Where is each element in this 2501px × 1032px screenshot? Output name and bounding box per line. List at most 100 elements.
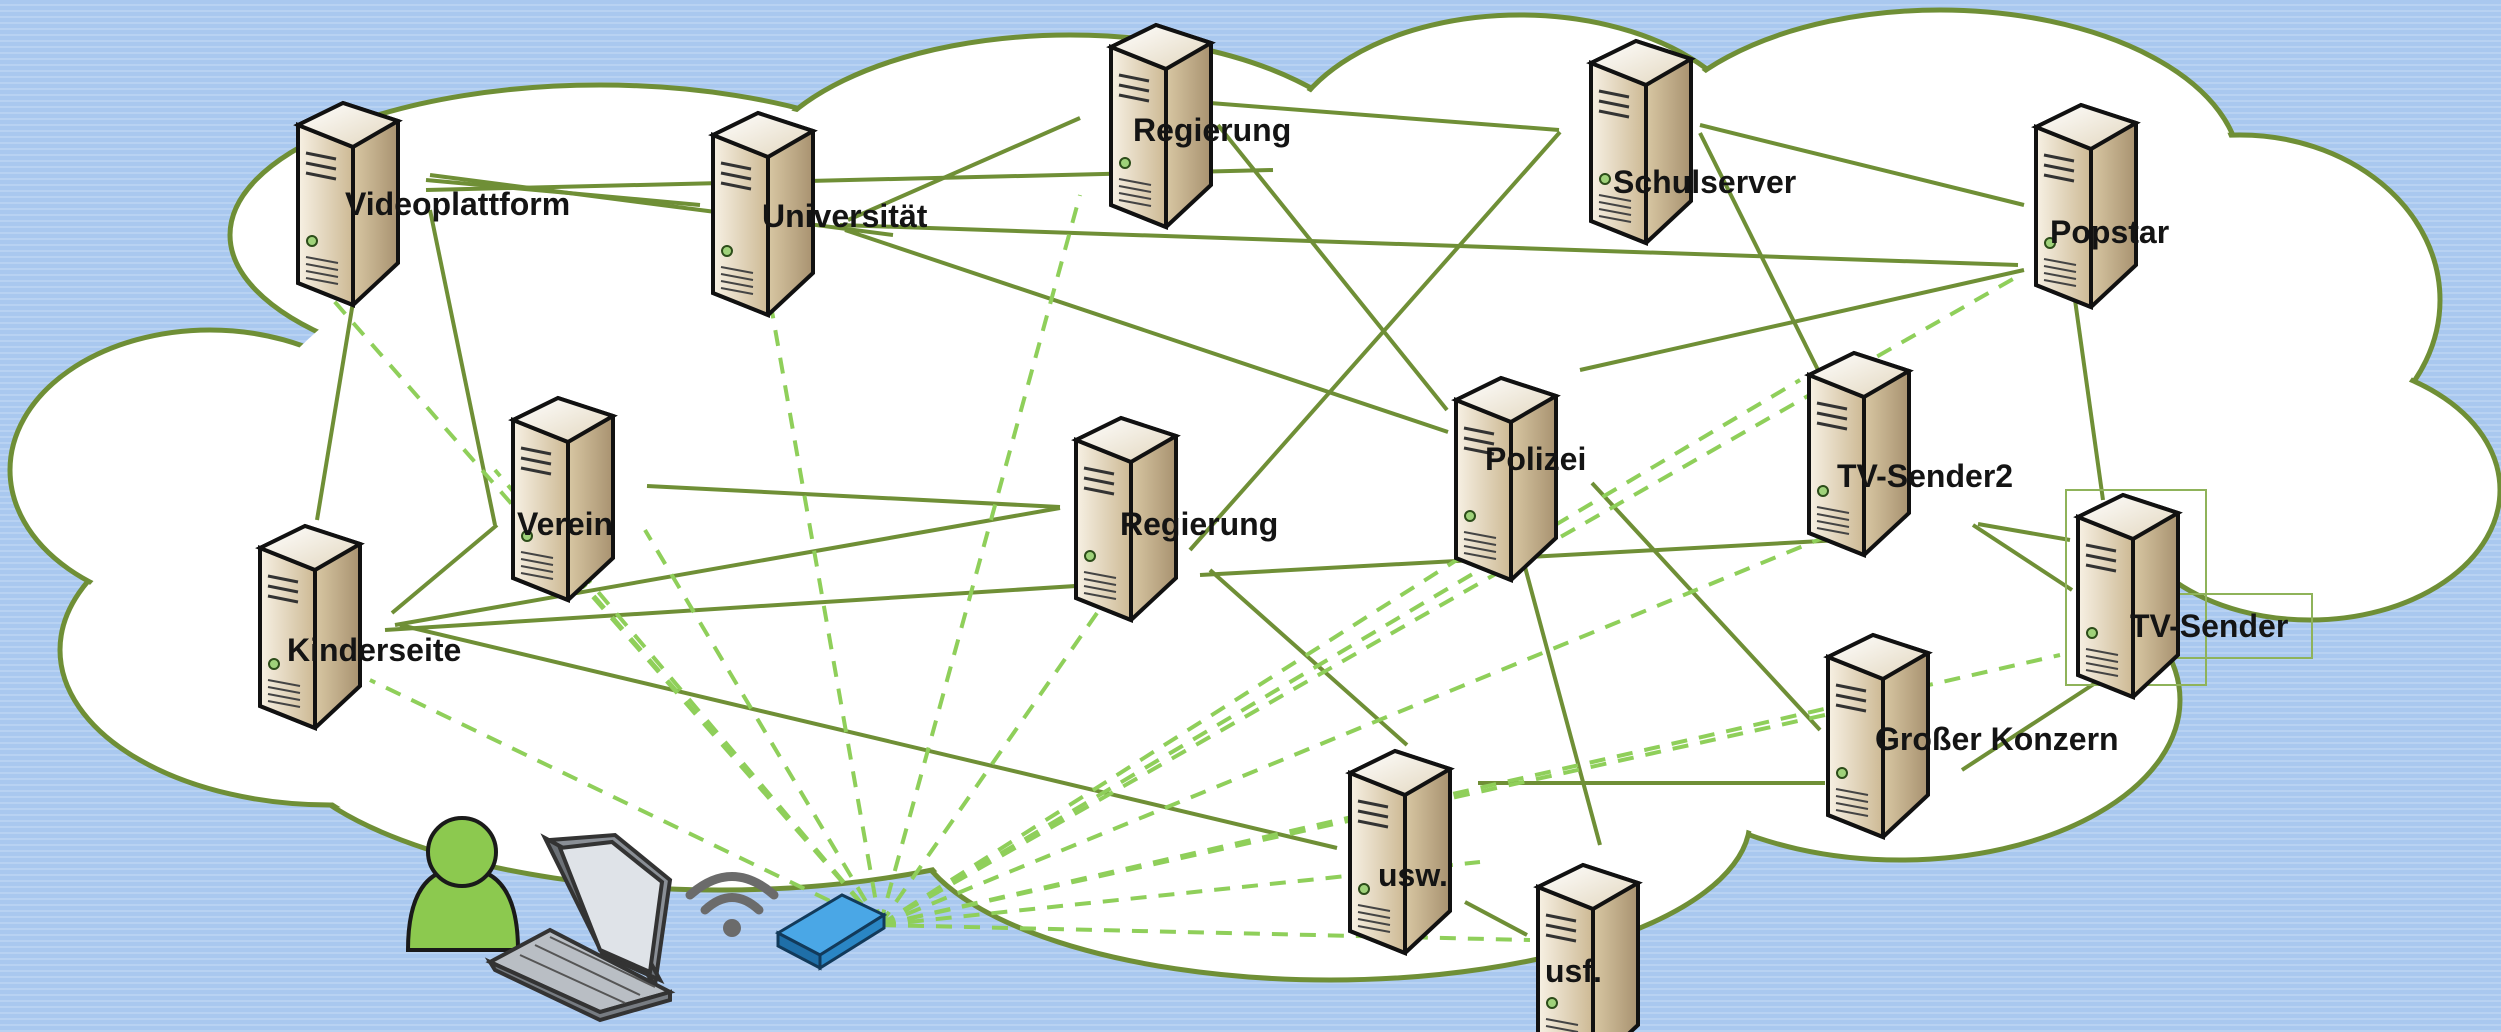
server-vent [305, 256, 339, 264]
server-top [508, 395, 618, 445]
server-vent [1545, 1018, 1579, 1026]
server-label-videoplattform: Videoplattform [345, 186, 570, 222]
server-slot [720, 171, 752, 181]
network-link [384, 578, 1171, 632]
server-led [1836, 767, 1848, 779]
server-videoplattform[interactable]: Videoplattform [293, 100, 570, 308]
router-connection-link [878, 578, 1122, 927]
server-label-usf: usf. [1545, 953, 1602, 989]
server-slot [1816, 411, 1848, 421]
server-kinderseite[interactable]: Kinderseite [255, 523, 461, 731]
server-slot [1463, 436, 1495, 446]
server-led [2086, 627, 2098, 639]
server-slot [520, 456, 552, 466]
server-vent [1463, 538, 1497, 546]
server-slot [305, 171, 337, 181]
server-led [1358, 883, 1370, 895]
server-universitaet[interactable]: Universität [708, 110, 928, 318]
server-vent [1357, 911, 1391, 919]
server-vent [1083, 592, 1117, 600]
router-connection-link [768, 299, 882, 926]
server-led [1599, 173, 1611, 185]
server-vent [1835, 795, 1869, 803]
client-area [405, 816, 888, 1023]
laptop-icon [484, 832, 676, 1023]
server-slot [1118, 83, 1150, 93]
server-vent [2043, 265, 2077, 273]
server-vent [1463, 552, 1497, 560]
server-vent [520, 551, 554, 559]
server-top [255, 523, 365, 573]
server-led [2044, 237, 2056, 249]
server-top [2031, 102, 2141, 152]
server-led [1464, 510, 1476, 522]
server-vent [2085, 669, 2119, 677]
server-slot [267, 584, 299, 594]
server-slot [720, 161, 752, 171]
server-slot [267, 594, 299, 604]
server-slot [520, 466, 552, 476]
server-top [1586, 38, 1696, 88]
network-link [429, 173, 894, 237]
server-vent [1357, 918, 1391, 926]
server-slot [1545, 923, 1577, 933]
server-regierung-top[interactable]: Regierung [1106, 22, 1291, 230]
server-label-universitaet: Universität [762, 198, 928, 234]
server-vent [1598, 215, 1632, 223]
server-verein[interactable]: Verein [508, 395, 618, 603]
server-regierung-mid[interactable]: Regierung [1071, 415, 1278, 623]
network-link [390, 523, 499, 615]
server-vent [720, 273, 754, 281]
server-slot [1598, 89, 1630, 99]
server-vent [1357, 925, 1391, 933]
server-label-schulserver: Schulserver [1613, 164, 1796, 200]
server-top [2073, 492, 2183, 542]
server-vent [1118, 199, 1152, 207]
server-slot [267, 574, 299, 584]
server-vent [1816, 506, 1850, 514]
server-vent [1118, 185, 1152, 193]
server-top [1823, 632, 1933, 682]
server-tv-sender[interactable]: TV-Sender [2073, 492, 2288, 700]
server-top [1106, 22, 1216, 72]
server-led [521, 530, 533, 542]
server-vent [305, 263, 339, 271]
server-vent [305, 277, 339, 285]
server-usf[interactable]: usf. [1533, 862, 1643, 1032]
server-top [1804, 350, 1914, 400]
router-connection-link [878, 194, 1082, 926]
server-tv-sender2[interactable]: TV-Sender2 [1804, 350, 2013, 558]
server-slot [1357, 819, 1389, 829]
server-slot [1083, 466, 1115, 476]
server-slot [1598, 109, 1630, 119]
router-connection-link [578, 578, 882, 927]
server-slot [1357, 809, 1389, 819]
server-vent [1598, 208, 1632, 216]
server-label-polizei: Polizei [1485, 441, 1586, 477]
server-usw[interactable]: usw. [1345, 748, 1455, 956]
server-schulserver[interactable]: Schulserver [1586, 38, 1796, 246]
server-vent [1463, 545, 1497, 553]
network-link [1216, 123, 1449, 412]
network-link [315, 289, 357, 521]
server-vent [1357, 904, 1391, 912]
server-slot [1463, 426, 1495, 436]
server-slot [1835, 693, 1867, 703]
router-connection-link [878, 518, 1522, 927]
server-label-tv-sender: TV-Sender [2130, 608, 2288, 644]
server-vent [1816, 527, 1850, 535]
router-connection-link [643, 528, 882, 927]
server-vent [1083, 578, 1117, 586]
server-popstar[interactable]: Popstar [2031, 102, 2169, 310]
server-grosser-konzern[interactable]: Großer Konzern [1823, 632, 2119, 840]
server-vent [2085, 648, 2119, 656]
server-vent [267, 686, 301, 694]
server-label-usw: usw. [1378, 857, 1448, 893]
network-link [394, 506, 1061, 627]
server-polizei[interactable]: Polizei [1451, 375, 1586, 583]
server-vent [267, 700, 301, 708]
wifi-icon [685, 872, 779, 937]
network-link [1188, 130, 1562, 552]
server-label-verein: Verein [517, 506, 613, 542]
